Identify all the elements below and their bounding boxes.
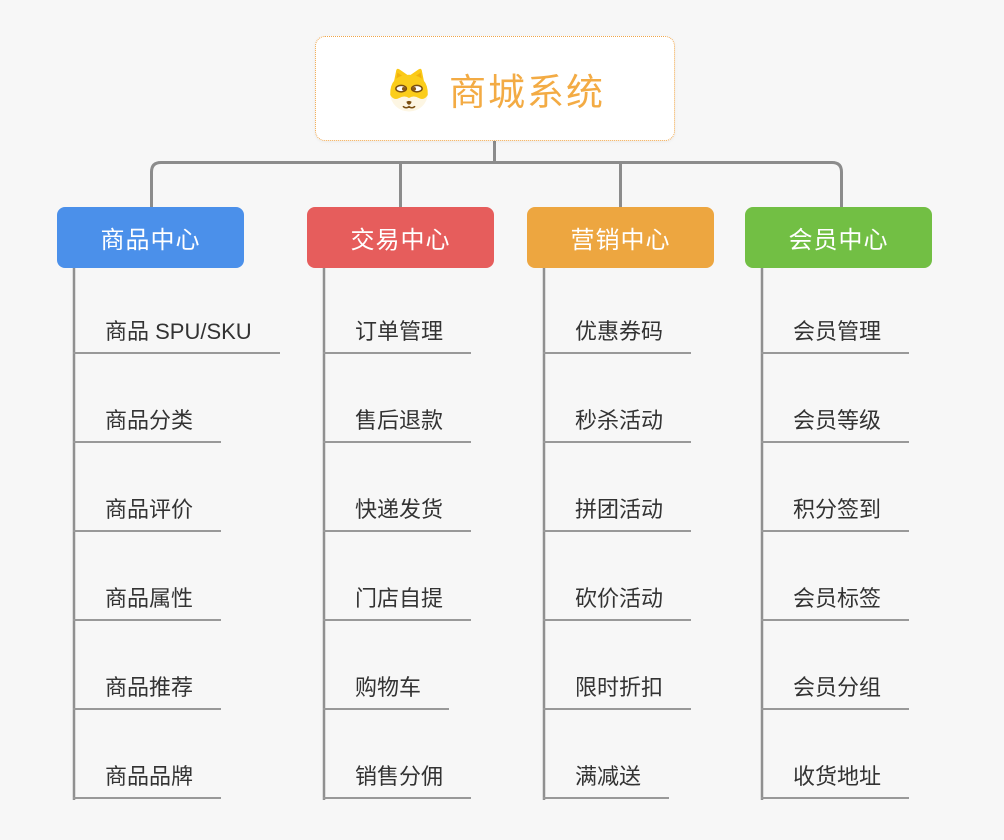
leaf-node[interactable]: 快递发货 [323, 443, 472, 532]
branch-column-member: 会员管理 会员等级 积分签到 会员标签 会员分组 收货地址 [761, 268, 910, 799]
branch-box-trade[interactable]: 交易中心 [307, 207, 494, 268]
leaf-label: 商品分类 [73, 410, 222, 443]
root-node[interactable]: 商城系统 [315, 36, 675, 141]
branch-label-goods: 商品中心 [100, 227, 201, 254]
leaf-label: 收货地址 [761, 766, 910, 799]
leaf-node[interactable]: 会员管理 [761, 268, 910, 354]
leaf-label: 会员管理 [761, 321, 910, 354]
leaf-node[interactable]: 商品推荐 [73, 621, 280, 710]
branch-label-trade: 交易中心 [350, 227, 451, 254]
leaf-node[interactable]: 收货地址 [761, 710, 910, 799]
leaf-label: 商品属性 [73, 588, 222, 621]
leaf-node[interactable]: 门店自提 [323, 532, 472, 621]
leaf-node[interactable]: 商品分类 [73, 354, 280, 443]
leaf-node[interactable]: 商品 SPU/SKU [73, 268, 280, 354]
dog-face-icon [390, 68, 428, 111]
leaf-label: 拼团活动 [543, 499, 692, 532]
leaf-node[interactable]: 优惠券码 [543, 268, 692, 354]
branch-label-marketing: 营销中心 [570, 227, 671, 254]
branch-box-marketing[interactable]: 营销中心 [527, 207, 714, 268]
leaf-node[interactable]: 销售分佣 [323, 710, 472, 799]
leaf-node[interactable]: 商品评价 [73, 443, 280, 532]
leaf-label: 秒杀活动 [543, 410, 692, 443]
leaf-node[interactable]: 售后退款 [323, 354, 472, 443]
leaf-label: 满减送 [543, 766, 670, 799]
leaf-node[interactable]: 购物车 [323, 621, 471, 710]
leaf-label: 门店自提 [323, 588, 472, 621]
leaf-label: 会员标签 [761, 588, 910, 621]
root-node-label: 商城系统 [449, 71, 605, 113]
leaf-label: 商品推荐 [73, 677, 222, 710]
leaf-node[interactable]: 会员分组 [761, 621, 910, 710]
leaf-label: 快递发货 [323, 499, 472, 532]
branch-column-trade: 订单管理 售后退款 快递发货 门店自提 购物车 销售分佣 [323, 268, 472, 799]
branch-label-member: 会员中心 [788, 227, 889, 254]
leaf-label: 优惠券码 [543, 321, 692, 354]
leaf-node[interactable]: 商品属性 [73, 532, 280, 621]
leaf-label: 商品品牌 [73, 766, 222, 799]
branch-column-marketing: 优惠券码 秒杀活动 拼团活动 砍价活动 限时折扣 满减送 [543, 268, 692, 799]
branch-box-member[interactable]: 会员中心 [745, 207, 932, 268]
leaf-node[interactable]: 积分签到 [761, 443, 910, 532]
leaf-node[interactable]: 会员等级 [761, 354, 910, 443]
leaf-node[interactable]: 砍价活动 [543, 532, 692, 621]
top-rail-line [150, 161, 843, 208]
leaf-node[interactable]: 订单管理 [323, 268, 472, 354]
leaf-label: 会员等级 [761, 410, 910, 443]
leaf-node[interactable]: 商品品牌 [73, 710, 280, 799]
leaf-label: 限时折扣 [543, 677, 692, 710]
leaf-label: 积分签到 [761, 499, 910, 532]
leaf-node[interactable]: 满减送 [543, 710, 691, 799]
leaf-label: 售后退款 [323, 410, 472, 443]
leaf-label: 购物车 [323, 677, 450, 710]
leaf-label: 销售分佣 [323, 766, 472, 799]
leaf-label: 商品 SPU/SKU [73, 321, 280, 354]
leaf-node[interactable]: 会员标签 [761, 532, 910, 621]
leaf-label: 会员分组 [761, 677, 910, 710]
leaf-node[interactable]: 拼团活动 [543, 443, 692, 532]
branch-column-goods: 商品 SPU/SKU 商品分类 商品评价 商品属性 商品推荐 商品品牌 [73, 268, 280, 799]
leaf-label: 砍价活动 [543, 588, 692, 621]
leaf-node[interactable]: 秒杀活动 [543, 354, 692, 443]
branch-box-goods[interactable]: 商品中心 [57, 207, 244, 268]
leaf-label: 商品评价 [73, 499, 222, 532]
leaf-node[interactable]: 限时折扣 [543, 621, 692, 710]
leaf-label: 订单管理 [323, 321, 472, 354]
